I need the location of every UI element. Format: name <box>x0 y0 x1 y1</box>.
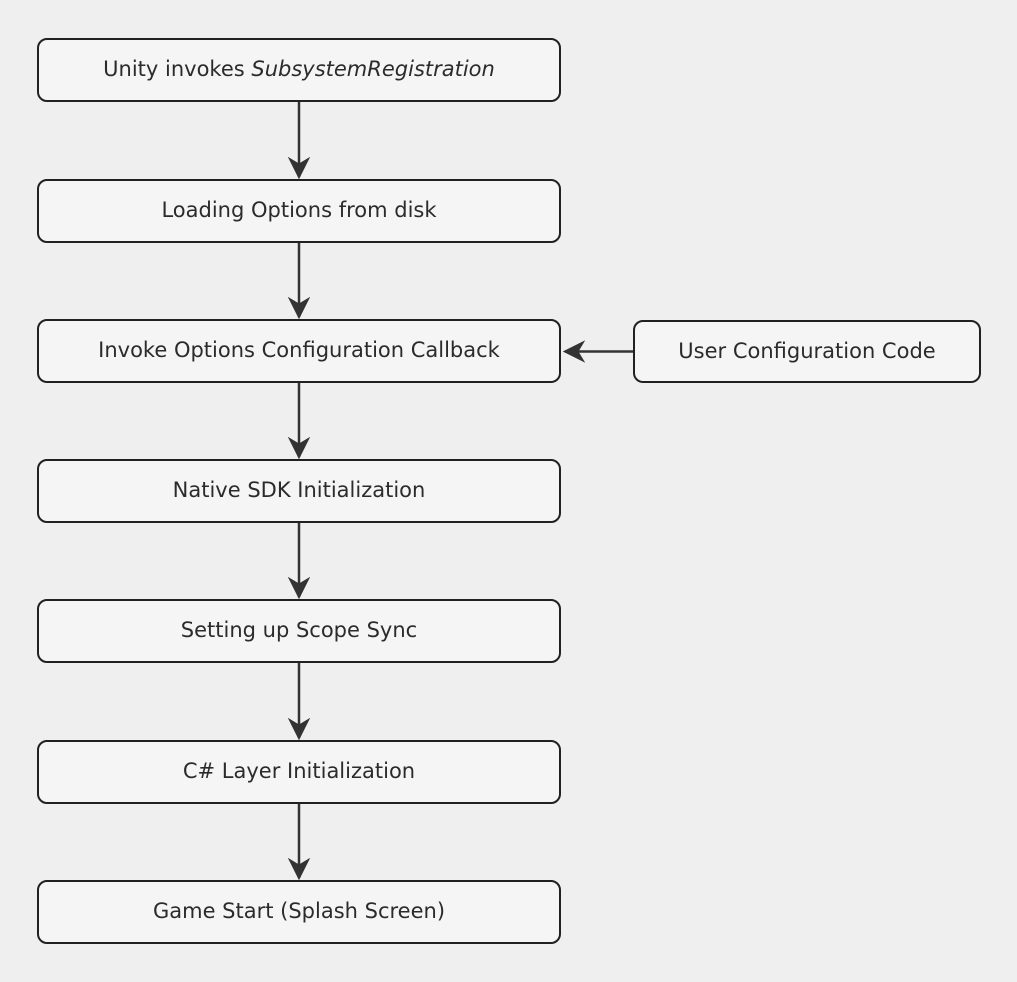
node-label: C# Layer Initialization <box>182 759 416 784</box>
flow-node-setting-up-scope-sync: Setting up Scope Sync <box>37 599 561 663</box>
flow-node-unity-invokes-subsystemregistration: Unity invokes SubsystemRegistration <box>37 38 561 102</box>
node-label: Setting up Scope Sync <box>180 618 418 643</box>
node-label: Unity invokes SubsystemRegistration <box>103 57 495 82</box>
flow-node-csharp-layer-initialization: C# Layer Initialization <box>37 740 561 804</box>
flow-node-game-start-splash-screen: Game Start (Splash Screen) <box>37 880 561 944</box>
node-label: Loading Options from disk <box>161 198 437 223</box>
node-label: Game Start (Splash Screen) <box>152 899 446 924</box>
flow-node-native-sdk-initialization: Native SDK Initialization <box>37 459 561 523</box>
node-label: User Configuration Code <box>678 338 936 363</box>
flow-node-loading-options-from-disk: Loading Options from disk <box>37 179 561 243</box>
node-label-emphasis: SubsystemRegistration <box>251 57 495 82</box>
node-label: Invoke Options Configuration Callback <box>98 338 500 363</box>
flow-node-invoke-options-configuration-callback: Invoke Options Configuration Callback <box>37 319 561 383</box>
flow-node-user-configuration-code: User Configuration Code <box>633 320 981 383</box>
node-label: Native SDK Initialization <box>172 478 426 503</box>
